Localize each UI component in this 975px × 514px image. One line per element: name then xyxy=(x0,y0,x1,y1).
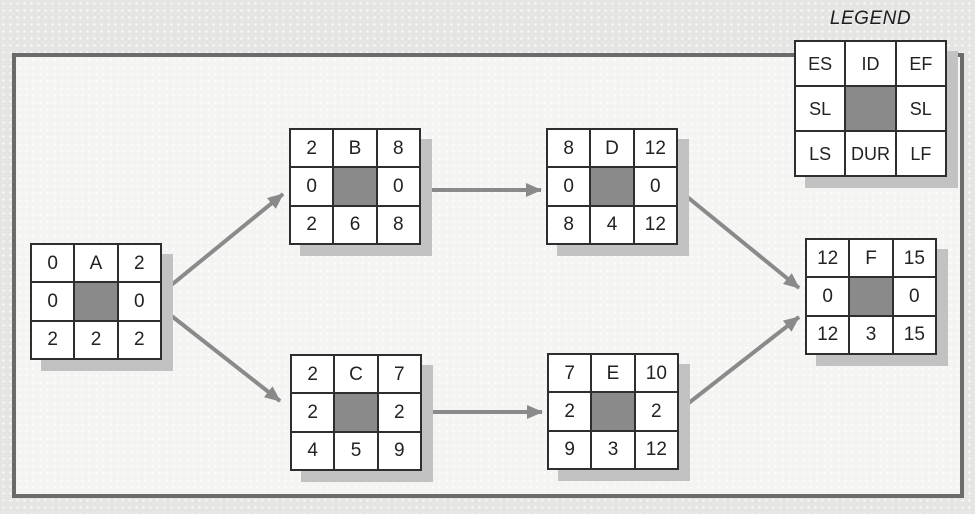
es-cell: 7 xyxy=(549,355,591,392)
dur-cell: 3 xyxy=(592,431,634,468)
activity-node-a: 0 A 2 0 0 2 2 2 xyxy=(30,243,162,360)
dur-cell: 6 xyxy=(334,206,376,243)
id-cell: D xyxy=(591,130,633,167)
legend-ef-cell: EF xyxy=(896,42,945,85)
legend-id-cell: ID xyxy=(846,42,895,85)
ef-cell: 8 xyxy=(377,130,419,167)
slack-fill-cell xyxy=(592,393,634,430)
id-cell: F xyxy=(850,240,892,277)
dur-cell: 3 xyxy=(850,316,892,353)
ls-cell: 2 xyxy=(32,321,74,358)
sl-right-cell: 0 xyxy=(377,168,419,205)
lf-cell: 15 xyxy=(893,316,935,353)
activity-node-f: 12 F 15 0 0 12 3 15 xyxy=(805,238,937,355)
dur-cell: 2 xyxy=(75,321,117,358)
es-cell: 2 xyxy=(291,130,333,167)
legend-ls-cell: LS xyxy=(796,132,845,175)
slack-fill-cell xyxy=(334,168,376,205)
lf-cell: 8 xyxy=(377,206,419,243)
sl-left-cell: 2 xyxy=(292,394,334,431)
sl-right-cell: 2 xyxy=(635,393,677,430)
ls-cell: 9 xyxy=(549,431,591,468)
ef-cell: 2 xyxy=(118,245,160,282)
slack-fill-cell xyxy=(850,278,892,315)
activity-node-b: 2 B 8 0 0 2 6 8 xyxy=(289,128,421,245)
sl-left-cell: 0 xyxy=(291,168,333,205)
ls-cell: 8 xyxy=(548,206,590,243)
sl-left-cell: 0 xyxy=(32,283,74,320)
sl-right-cell: 0 xyxy=(893,278,935,315)
es-cell: 8 xyxy=(548,130,590,167)
activity-node-c: 2 C 7 2 2 4 5 9 xyxy=(290,354,422,471)
id-cell: B xyxy=(334,130,376,167)
sl-left-cell: 0 xyxy=(548,168,590,205)
id-cell: C xyxy=(335,356,377,393)
sl-right-cell: 0 xyxy=(634,168,676,205)
dur-cell: 4 xyxy=(591,206,633,243)
ef-cell: 15 xyxy=(893,240,935,277)
activity-node-e: 7 E 10 2 2 9 3 12 xyxy=(547,353,679,470)
es-cell: 0 xyxy=(32,245,74,282)
legend-key-box: ES ID EF SL SL LS DUR LF xyxy=(794,40,947,177)
es-cell: 2 xyxy=(292,356,334,393)
legend-lf-cell: LF xyxy=(896,132,945,175)
slack-fill-cell xyxy=(335,394,377,431)
sl-right-cell: 0 xyxy=(118,283,160,320)
legend-title: LEGEND xyxy=(829,8,912,29)
slack-fill-cell xyxy=(75,283,117,320)
id-cell: A xyxy=(75,245,117,282)
legend-sl-right-cell: SL xyxy=(896,87,945,130)
ls-cell: 4 xyxy=(292,432,334,469)
ls-cell: 2 xyxy=(291,206,333,243)
lf-cell: 12 xyxy=(635,431,677,468)
activity-node-d: 8 D 12 0 0 8 4 12 xyxy=(546,128,678,245)
slack-fill-cell xyxy=(591,168,633,205)
lf-cell: 12 xyxy=(634,206,676,243)
ef-cell: 12 xyxy=(634,130,676,167)
sl-left-cell: 0 xyxy=(807,278,849,315)
legend-slack-fill-cell xyxy=(846,87,895,130)
lf-cell: 2 xyxy=(118,321,160,358)
ef-cell: 10 xyxy=(635,355,677,392)
sl-right-cell: 2 xyxy=(378,394,420,431)
legend-es-cell: ES xyxy=(796,42,845,85)
dur-cell: 5 xyxy=(335,432,377,469)
lf-cell: 9 xyxy=(378,432,420,469)
ls-cell: 12 xyxy=(807,316,849,353)
legend-sl-left-cell: SL xyxy=(796,87,845,130)
legend-dur-cell: DUR xyxy=(846,132,895,175)
id-cell: E xyxy=(592,355,634,392)
ef-cell: 7 xyxy=(378,356,420,393)
sl-left-cell: 2 xyxy=(549,393,591,430)
es-cell: 12 xyxy=(807,240,849,277)
